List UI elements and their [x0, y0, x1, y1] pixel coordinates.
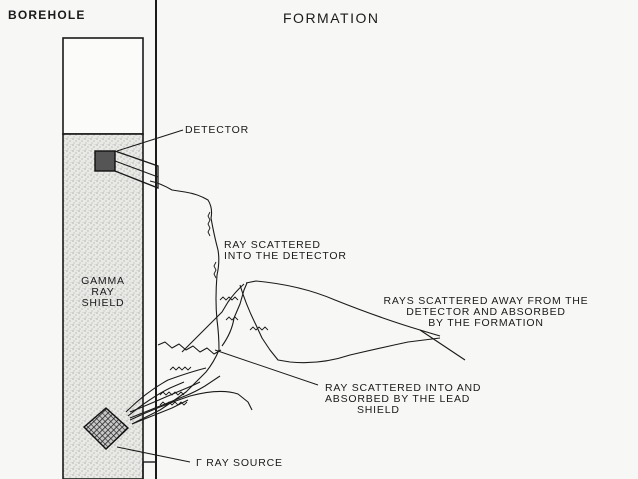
rays-scattered-away-label: RAYS SCATTERED AWAY FROM THE DETECTOR AN…: [383, 295, 589, 329]
ray-path-near-wall: [157, 341, 222, 355]
leader-detector: [116, 129, 184, 152]
detector-label: DETECTOR: [185, 124, 249, 136]
ray-path-away: [245, 280, 441, 337]
formation-header: FORMATION: [283, 10, 380, 26]
ray-absorbed-lead-label: RAY SCATTERED INTO AND ABSORBED BY THE L…: [325, 382, 482, 416]
borehole-header: BOREHOLE: [8, 8, 86, 22]
leader-source: [116, 446, 191, 463]
ray-path-lower-right: [239, 284, 441, 364]
ray-source-label: γ RAY SOURCE: [196, 457, 283, 469]
gamma-ray-shield-label: GAMMA RAY SHIELD: [81, 275, 125, 309]
tool-upper-body: [62, 37, 144, 135]
detector-element: [94, 150, 116, 172]
leader-absorbed-lead: [214, 349, 319, 386]
ray-into-detector-label: RAY SCATTERED INTO THE DETECTOR: [224, 239, 347, 262]
ray-path-into-detector: [131, 180, 220, 425]
